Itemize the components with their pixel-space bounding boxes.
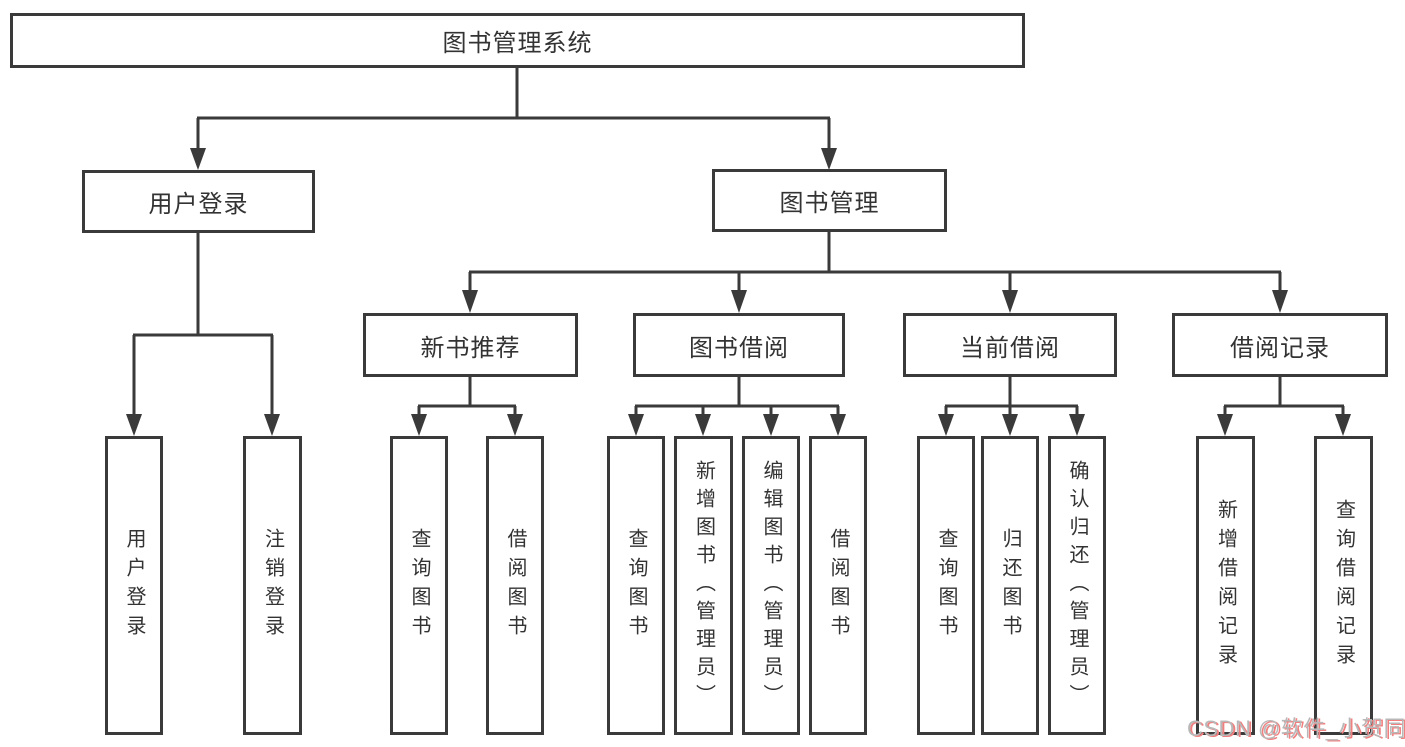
leaf-add-borrow-record: 新增借阅记录 (1196, 436, 1255, 735)
node-current-borrowing: 当前借阅 (903, 313, 1117, 377)
connector-userlogin-to-children (126, 233, 280, 436)
connector-currentborrow-to-children (938, 377, 1085, 436)
node-new-book-recommend: 新书推荐 (363, 313, 578, 377)
leaf-add-book-admin: 新增图书（管理员） (674, 436, 733, 735)
node-root-library-system: 图书管理系统 (10, 13, 1025, 68)
leaf-query-book-current: 查询图书 (917, 436, 975, 735)
leaf-query-book-borrowing: 查询图书 (607, 436, 665, 735)
leaf-user-login: 用户登录 (105, 436, 163, 735)
leaf-return-book: 归还图书 (981, 436, 1039, 735)
node-book-borrowing: 图书借阅 (633, 313, 845, 377)
connector-bookmgmt-to-children (462, 232, 1288, 313)
connector-newbooks-to-children (411, 377, 523, 436)
leaf-confirm-return-admin: 确认归还（管理员） (1048, 436, 1106, 735)
node-borrow-records: 借阅记录 (1172, 313, 1388, 377)
leaf-query-book-newbooks: 查询图书 (390, 436, 448, 735)
leaf-borrow-book-newbooks: 借阅图书 (486, 436, 544, 735)
leaf-edit-book-admin: 编辑图书（管理员） (742, 436, 800, 735)
leaf-query-borrow-record: 查询借阅记录 (1314, 436, 1373, 735)
connector-bookborrow-to-children (628, 377, 846, 436)
leaf-logout: 注销登录 (243, 436, 302, 735)
csdn-watermark: CSDN @软件_小贺同学 (1187, 716, 1405, 741)
node-book-management: 图书管理 (712, 169, 947, 232)
connector-root-to-level2 (190, 68, 837, 170)
node-user-login: 用户登录 (82, 170, 315, 233)
leaf-borrow-book-borrowing: 借阅图书 (809, 436, 867, 735)
connector-records-to-children (1217, 377, 1351, 436)
